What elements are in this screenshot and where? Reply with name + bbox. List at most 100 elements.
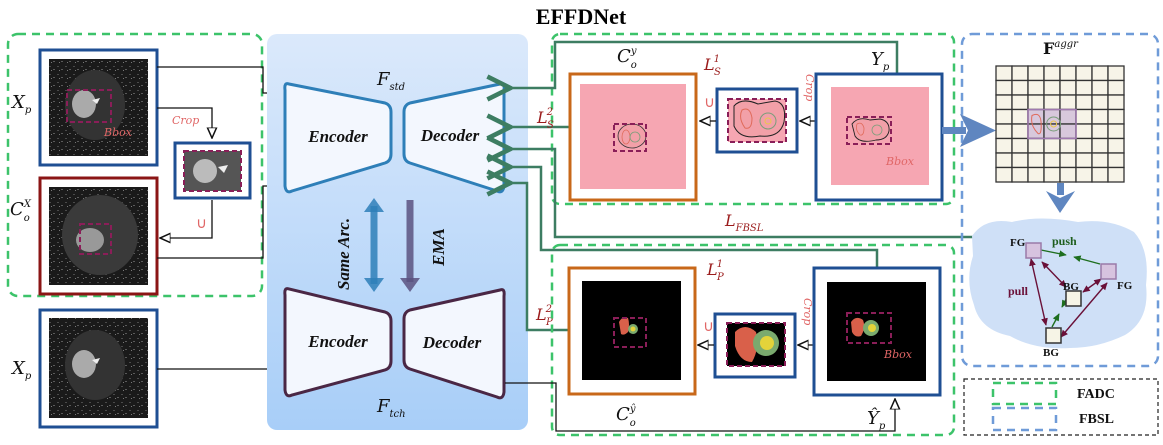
bbox-label: Bbox (103, 126, 133, 139)
crop-label-left: Crop (172, 114, 199, 127)
grid-cell (1091, 166, 1109, 183)
grid-cell (1107, 79, 1125, 96)
union-symbol-bottom: ∪ (703, 317, 714, 335)
grid-cell (995, 137, 1013, 154)
pull-edge-fg-bg-long (1060, 282, 1108, 338)
grid-cell (1091, 65, 1109, 82)
grid-cell (1011, 65, 1029, 82)
grid-cell (1075, 123, 1093, 140)
push-edge-d (1051, 313, 1060, 328)
input-image-xp-top: Bbox (38, 48, 159, 167)
grid-cell (1011, 108, 1029, 125)
grid-to-graph-arrow (1046, 183, 1075, 213)
teacher-encoder-label: Encoder (307, 332, 368, 351)
yhat-p-label: Ŷp (867, 406, 886, 432)
grid-cell (1059, 137, 1077, 154)
grid-cell (1027, 166, 1045, 183)
contour-lv (1031, 113, 1042, 135)
mixed-label-co-y (568, 72, 698, 202)
union-symbol-left: ∪ (196, 214, 207, 232)
grid-cell (995, 79, 1013, 96)
fg-node-1 (1025, 242, 1042, 259)
grid-cell (995, 152, 1013, 169)
pred-image-yhat-p: Bbox (812, 266, 942, 397)
legend-label-fbsl: FBSL (1079, 412, 1114, 427)
loss-line-lp2 (508, 183, 569, 332)
teacher-decoder-label: Decoder (422, 333, 482, 352)
grid-cell (1075, 137, 1093, 154)
faggr-label: Faggr (1043, 39, 1079, 58)
xp-bottom-label: Xp (10, 358, 32, 382)
fg-label-2: FG (1117, 280, 1133, 292)
grid-cell (1091, 79, 1109, 96)
student-decoder-label: Decoder (420, 126, 480, 145)
crop-arrow-left (157, 107, 212, 138)
input-image-xp-bottom (38, 308, 159, 429)
feature-grid (995, 65, 1125, 183)
push-edge-a (1040, 249, 1067, 257)
union-arrow-left (160, 200, 213, 238)
grid-cell (1075, 65, 1093, 82)
same-arc-arrow (364, 198, 384, 292)
ema-label: EMA (429, 228, 448, 267)
loss-fbsl-label: LFBSL (724, 211, 764, 234)
fadc-panel-top (550, 32, 956, 206)
loss-line-fbsl (508, 149, 1000, 239)
diagram-title: EFFDNet (536, 4, 627, 29)
mixed-image-co-x (38, 176, 159, 296)
grid-cell (1043, 65, 1061, 82)
legend-swatch-fbsl (991, 406, 1058, 432)
legend-label-fadc: FADC (1077, 387, 1115, 402)
cropped-pred-bottom (713, 312, 797, 379)
yp-to-features-arrow (942, 114, 996, 147)
grid-cell (1011, 123, 1029, 140)
grid-cell (1059, 79, 1077, 96)
grid-cell (995, 65, 1013, 82)
grid-cell (1059, 94, 1077, 111)
xp-to-encoder-arrow (157, 66, 281, 93)
yp-label: Yp (871, 49, 890, 73)
grid-cell (995, 123, 1013, 140)
grid-cell (995, 108, 1013, 125)
grid-cell (1027, 137, 1045, 154)
grid-cell (995, 94, 1013, 111)
grid-cell (1027, 65, 1045, 82)
grid-cell (1043, 94, 1061, 111)
grid-cell-foreground (1027, 108, 1045, 125)
crop-label-bottom: Crop (801, 298, 814, 325)
grid-cell (1091, 152, 1109, 169)
fg-label-1: FG (1010, 237, 1026, 249)
pull-edge-fg-bg-left (1029, 258, 1048, 326)
grid-cell (1107, 123, 1125, 140)
xp-top-label: Xp (10, 92, 32, 116)
student-encoder (283, 82, 393, 194)
grid-cell (1027, 152, 1045, 169)
fg-node-2 (1100, 263, 1117, 280)
legend-box (963, 378, 1159, 436)
grid-cell (1091, 94, 1109, 111)
grid-cell (1107, 137, 1125, 154)
bg-node-2 (1045, 327, 1062, 344)
grid-cell (1059, 152, 1077, 169)
loss-line-ls1 (508, 40, 899, 88)
grid-cell (1075, 166, 1093, 183)
push-label: push (1052, 234, 1077, 248)
student-encoder-label: Encoder (307, 127, 368, 146)
grid-cell-foreground (1059, 123, 1077, 140)
crop-label-top: Crop (803, 74, 816, 101)
grid-cell (1091, 123, 1109, 140)
grid-cell (1043, 166, 1061, 183)
mixed-pred-co-yhat (567, 266, 697, 396)
teacher-to-pred-arrow (505, 382, 895, 432)
cropped-label-top (715, 87, 799, 154)
teacher-name: Ftch (376, 396, 406, 420)
fbsl-panel (960, 32, 1160, 368)
grid-cell (1043, 152, 1061, 169)
grid-cell (1011, 94, 1029, 111)
loss-line-lp1 (508, 167, 879, 270)
ema-arrow (400, 200, 420, 292)
